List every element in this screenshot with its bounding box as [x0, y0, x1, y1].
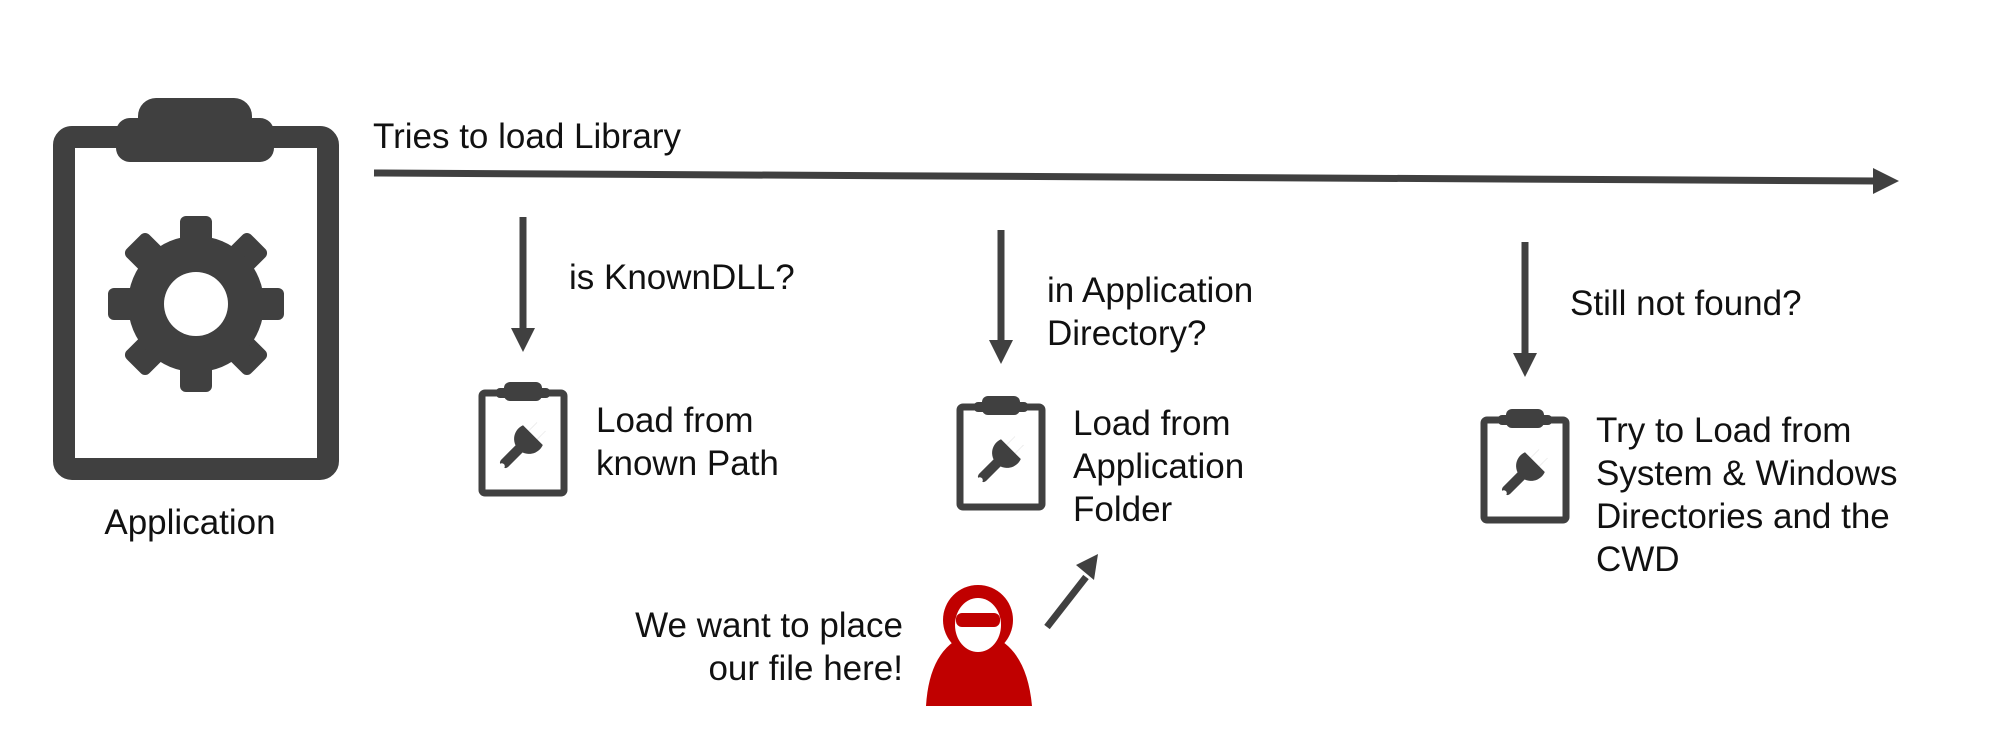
step-3-down-arrow — [1513, 242, 1537, 377]
step-1-question: is KnownDLL? — [569, 258, 795, 297]
clipboard-wrench-icon — [1484, 409, 1566, 520]
timeline-arrow — [373, 168, 1899, 194]
clipboard-gear-icon — [53, 98, 339, 480]
step-2-down-arrow — [989, 230, 1013, 364]
attacker-note: We want to place our file here! — [635, 606, 903, 688]
application-label: Application — [104, 503, 276, 542]
hacker-icon — [926, 585, 1032, 706]
timeline-label: Tries to load Library — [373, 117, 681, 156]
step-3-result: Try to Load from System & Windows Direct… — [1596, 411, 1898, 579]
clipboard-wrench-icon — [960, 396, 1042, 507]
attacker-pointer-arrow — [1044, 554, 1098, 630]
step-1-down-arrow — [511, 217, 535, 352]
step-3-question: Still not found? — [1570, 284, 1802, 323]
clipboard-wrench-icon — [482, 382, 564, 493]
step-1-result: Load from known Path — [596, 401, 779, 483]
step-2-result: Load from Application Folder — [1073, 404, 1245, 529]
step-2-question: in Application Directory? — [1047, 271, 1254, 353]
